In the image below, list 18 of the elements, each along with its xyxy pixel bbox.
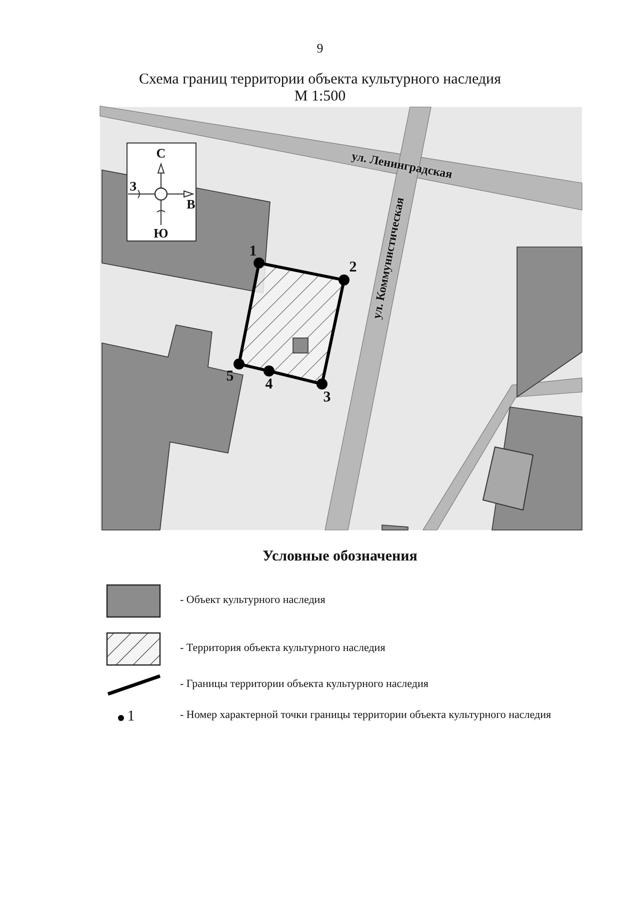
legend-text: - Территория объекта культурного наследия — [180, 643, 386, 654]
legend-text: - Границы территории объекта культурного наследия — [180, 679, 428, 690]
legend-text: - Номер характерной точки границы территории объекта культурного наследия — [180, 710, 552, 721]
compass-label: С — [156, 146, 166, 160]
point-number: 1 — [249, 244, 257, 260]
compass-label: З — [130, 180, 136, 192]
legend-text: - Объект культурного наследия — [180, 595, 326, 606]
map-scale: М 1:500 — [294, 90, 346, 104]
point-number: 3 — [323, 390, 331, 406]
legend-heading: Условные обозначения — [262, 550, 418, 564]
point-number: 2 — [349, 260, 357, 276]
page-number: 9 — [316, 42, 324, 54]
compass-label: Ю — [154, 226, 168, 240]
map-title: Схема границ территории объекта культурного наследия — [139, 72, 501, 88]
point-number: 5 — [226, 370, 234, 384]
compass-label: В — [186, 198, 196, 210]
point-number: 1 — [127, 710, 135, 724]
point-number: 4 — [265, 378, 273, 392]
